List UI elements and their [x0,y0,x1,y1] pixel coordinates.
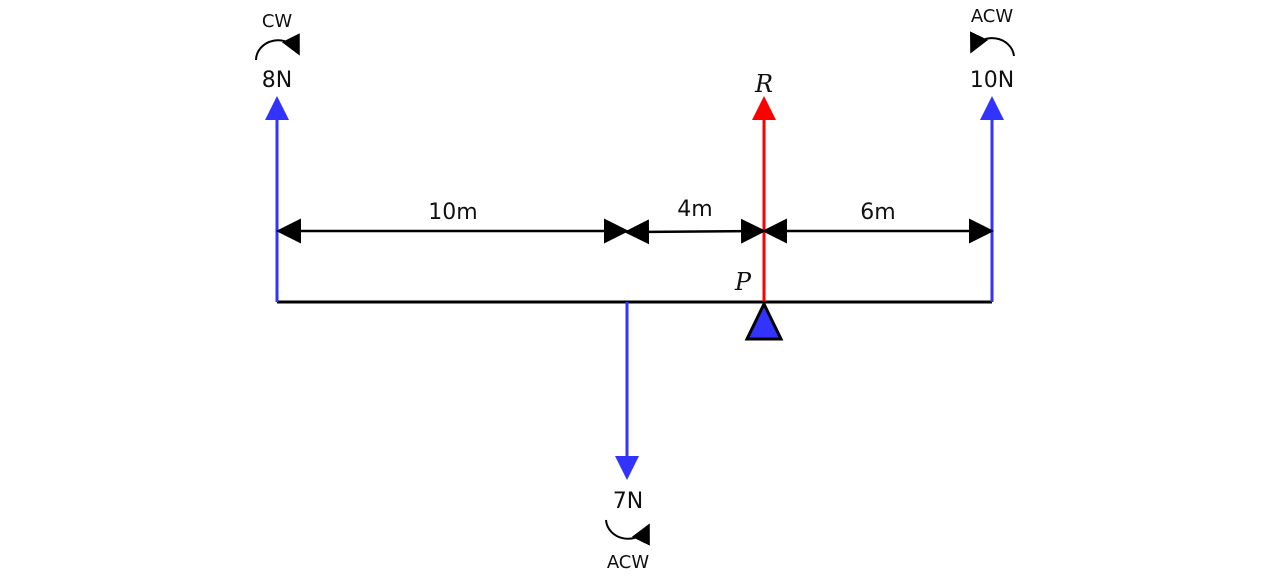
direction-label-down: ACW [607,552,650,573]
distance-label-c: 6m [860,200,895,225]
force-label-down: 7N [613,489,643,514]
dimension-line-b [624,218,766,245]
reaction-label: R [754,70,773,98]
pivot-triangle [744,300,784,341]
distance-label-b: 4m [677,197,712,222]
direction-label-right: ACW [971,6,1014,27]
direction-label-left: CW [262,11,293,32]
anticlockwise-arrow-icon [970,31,1015,57]
distance-label-a: 10m [428,200,477,225]
clockwise-arrow-icon [255,33,300,61]
force-label-right: 10N [970,68,1014,93]
pivot-label: P [734,268,752,296]
anticlockwise-arrow-icon [605,519,650,546]
force-label-left: 8N [262,68,292,93]
